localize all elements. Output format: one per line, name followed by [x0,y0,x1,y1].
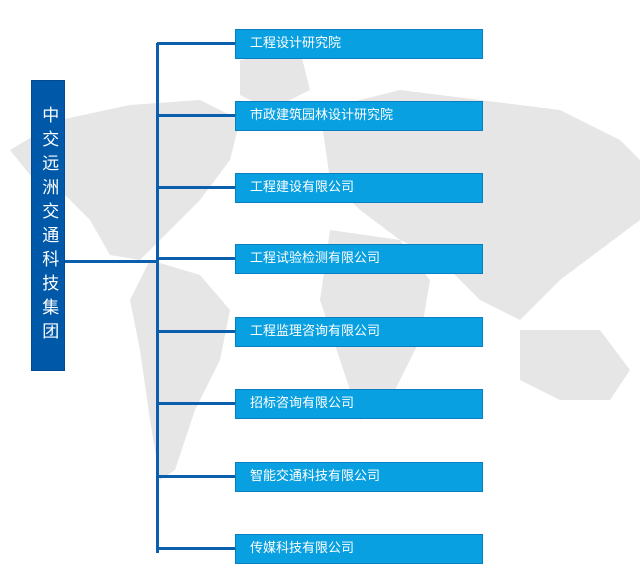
subsidiary-node[interactable]: 工程试验检测有限公司 [235,244,483,274]
subsidiary-node[interactable]: 智能交通科技有限公司 [235,462,483,492]
subsidiary-node[interactable]: 工程建设有限公司 [235,173,483,203]
connector-trunk [156,43,159,553]
connector-branch [157,402,236,405]
subsidiary-node[interactable]: 工程设计研究院 [235,29,483,59]
connector-branch [157,186,236,189]
connector-branch [157,42,236,45]
subsidiary-node[interactable]: 招标咨询有限公司 [235,389,483,419]
connector-branch [157,547,236,550]
connector-root [65,260,158,263]
connector-branch [157,257,236,260]
connector-branch [157,114,236,117]
subsidiary-node[interactable]: 市政建筑园林设计研究院 [235,101,483,131]
subsidiary-node[interactable]: 传媒科技有限公司 [235,534,483,564]
connector-branch [157,475,236,478]
connector-branch [157,330,236,333]
group-root-node: 中交远洲交通科技集团 [31,80,65,371]
subsidiary-node[interactable]: 工程监理咨询有限公司 [235,317,483,347]
